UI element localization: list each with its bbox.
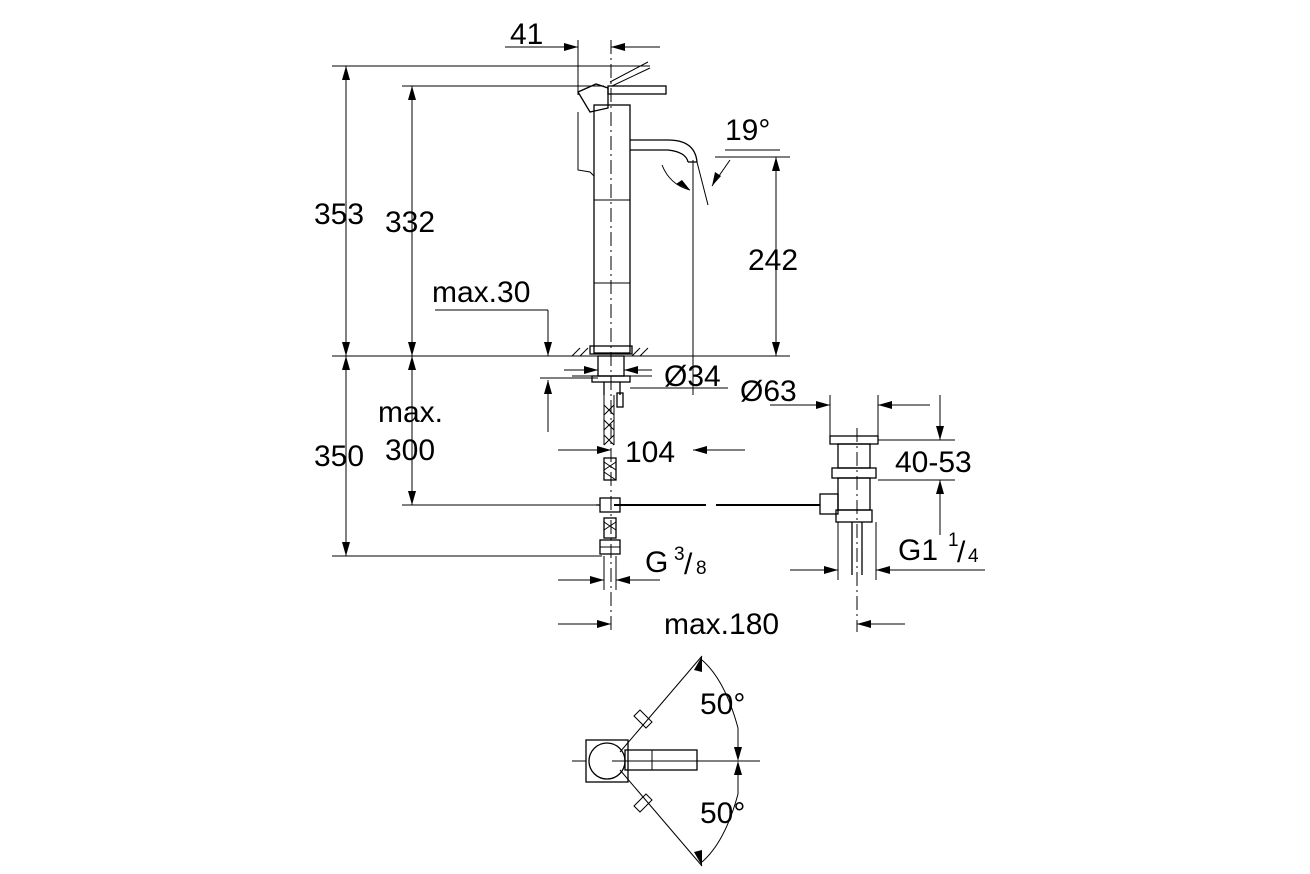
label-supply-thread-den: 8 xyxy=(696,558,707,579)
top-view-spout xyxy=(624,749,698,771)
faucet-body xyxy=(593,104,631,354)
label-rotation-upper: 50° xyxy=(700,688,745,721)
dimension-labels: 41 353 332 19° 242 max.30 Ø34 Ø63 350 ma… xyxy=(314,18,979,830)
faucet-top-view xyxy=(572,655,760,867)
label-rod-length: max.180 xyxy=(664,608,779,641)
label-waste-range: 40-53 xyxy=(895,446,972,479)
handle-block xyxy=(577,83,609,113)
label-waste-diameter: Ø63 xyxy=(740,375,797,408)
label-base-diameter: Ø34 xyxy=(664,360,721,393)
label-waste-thread-num: 1 xyxy=(948,530,959,551)
label-supply-thread-num: 3 xyxy=(674,544,685,565)
label-supply-thread-slash: / xyxy=(684,548,693,581)
label-rotation-lower: 50° xyxy=(700,797,745,830)
label-hose-max: max. xyxy=(378,396,443,429)
label-spout-reach: 104 xyxy=(625,436,675,469)
label-spout-angle: 19° xyxy=(725,114,770,147)
label-total-height: 353 xyxy=(314,198,364,231)
supply-hose xyxy=(603,395,615,446)
label-waste-thread: G1 xyxy=(898,534,938,567)
label-below-deck-length: 350 xyxy=(314,440,364,473)
label-deck-thickness: max.30 xyxy=(432,276,530,309)
label-handle-height: 332 xyxy=(385,206,435,239)
label-hose-value: 300 xyxy=(385,434,435,467)
faucet-side-view xyxy=(332,40,790,632)
label-supply-thread: G xyxy=(645,546,668,579)
popup-waste xyxy=(614,428,879,632)
label-top-offset: 41 xyxy=(510,18,543,51)
label-waste-thread-den: 4 xyxy=(968,546,979,567)
dimension-lines xyxy=(332,40,985,628)
label-spout-height: 242 xyxy=(748,244,798,277)
lever-handle xyxy=(607,85,667,95)
label-waste-thread-slash: / xyxy=(957,536,966,569)
waste-flange xyxy=(829,435,879,445)
spout xyxy=(630,139,698,163)
